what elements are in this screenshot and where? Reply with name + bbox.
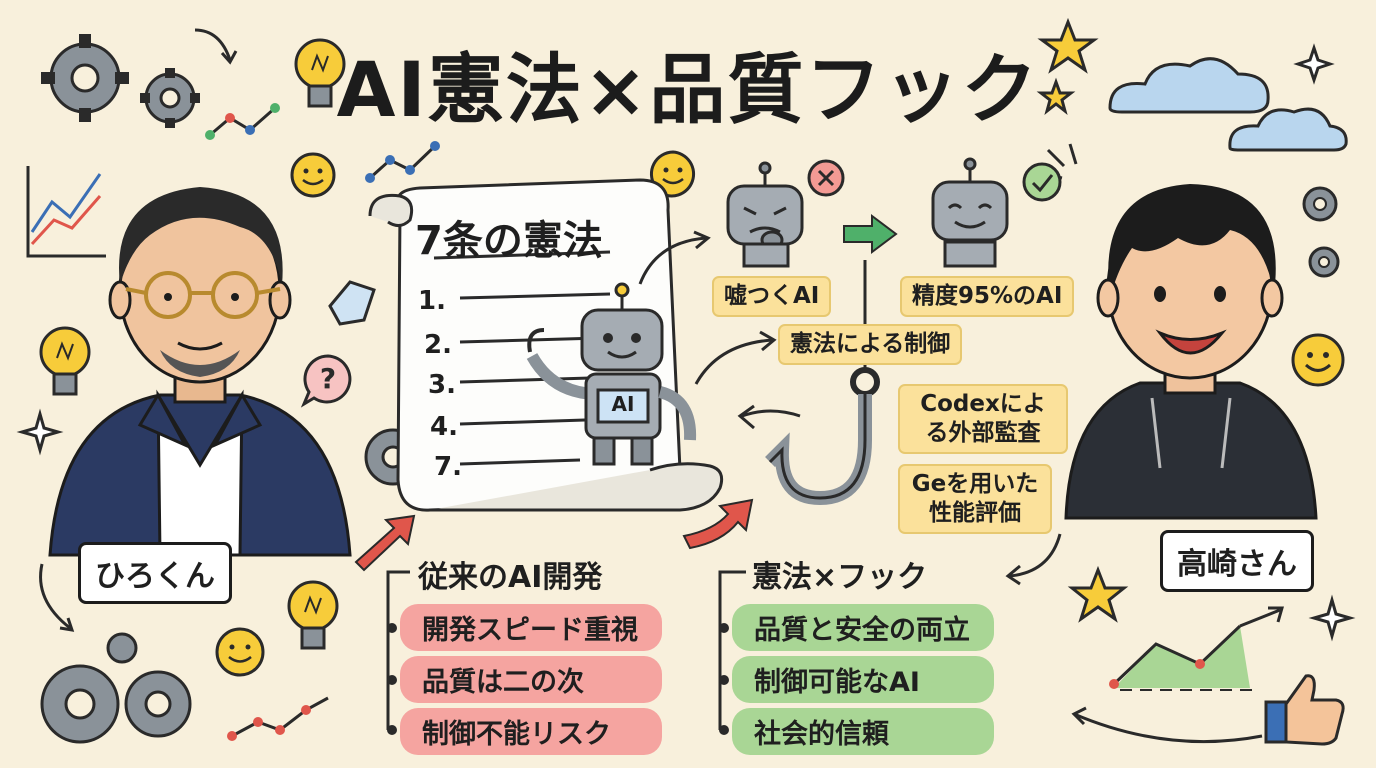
curved-arrow-icon xyxy=(194,28,238,65)
label-external-audit: Codexによる外部監査 xyxy=(898,384,1068,454)
person-hirokun xyxy=(48,187,352,557)
label-lying-ai: 嘘つくAI xyxy=(712,276,832,317)
kenpo-hook-heading: 憲法×フック xyxy=(752,560,928,595)
line-chart-icon xyxy=(365,141,440,183)
lightbulb-icon xyxy=(39,326,91,396)
line-chart-icon xyxy=(26,166,106,258)
list-bracket xyxy=(386,570,410,735)
scroll-item-2: 2. xyxy=(424,330,452,360)
lightbulb-icon xyxy=(287,580,339,650)
gear-icon xyxy=(1302,186,1340,278)
sparkle-icon xyxy=(16,408,64,456)
paper-icon xyxy=(328,280,376,326)
name-tag-hirokun: ひろくん xyxy=(78,542,232,604)
kenpo-hook-item: 品質と安全の両立 xyxy=(732,604,994,651)
robot-icon xyxy=(526,282,697,466)
star-icon xyxy=(1036,17,1335,115)
arrow-up-right-icon xyxy=(682,498,754,550)
robot-icon xyxy=(726,161,804,268)
sparkle-icon xyxy=(1308,594,1356,642)
cloud-icon xyxy=(1108,57,1348,152)
scroll-item-4: 4. xyxy=(430,412,458,442)
traditional-item: 品質は二の次 xyxy=(400,656,662,703)
gear-icon xyxy=(40,632,192,744)
label-accurate-ai: 精度95%のAI xyxy=(900,276,1075,317)
curved-arrow-icon xyxy=(1005,533,1062,586)
label-constitution-control: 憲法による制御 xyxy=(778,324,963,365)
curved-arrow-icon xyxy=(39,563,75,632)
line-chart-icon xyxy=(227,696,329,741)
thumbs-up-icon xyxy=(1264,674,1345,746)
scroll-item-7: 7. xyxy=(434,452,462,482)
svg-text:?: ? xyxy=(320,362,336,395)
name-tag-takasaki: 高崎さん xyxy=(1160,530,1314,592)
cross-icon xyxy=(807,159,845,197)
robot-badge: AI xyxy=(611,392,635,416)
kenpo-hook-item: 制御可能なAI xyxy=(732,656,994,703)
lightbulb-icon xyxy=(294,38,346,108)
scroll-item-1: 1. xyxy=(418,286,446,316)
person-takasaki xyxy=(1064,184,1318,520)
check-icon xyxy=(1022,162,1062,202)
list-bracket xyxy=(718,570,746,735)
smiley-icon xyxy=(215,627,265,677)
traditional-item: 開発スピード重視 xyxy=(400,604,662,651)
label-performance-eval: Geを用いた性能評価 xyxy=(898,464,1052,534)
curved-arrow-icon xyxy=(638,230,711,285)
traditional-heading: 従来のAI開発 xyxy=(418,560,603,595)
smiley-icon xyxy=(290,152,336,198)
line-chart-icon xyxy=(1109,606,1284,691)
scroll-item-3: 3. xyxy=(428,370,456,400)
line-chart-icon xyxy=(205,103,280,140)
curved-arrow-icon xyxy=(694,330,777,385)
page-title: AI憲法×品質フック xyxy=(336,45,1040,134)
traditional-item: 制御不能リスク xyxy=(400,708,662,755)
smiley-icon xyxy=(1291,333,1345,387)
question-icon: ? xyxy=(300,354,352,408)
gear-icon xyxy=(41,34,200,128)
arrow-right-icon xyxy=(843,214,898,254)
robot-icon xyxy=(931,157,1009,268)
curved-arrow-icon xyxy=(1071,706,1263,744)
arrow-up-right-icon xyxy=(354,514,416,572)
scroll-title: 7条の憲法 xyxy=(415,218,603,264)
kenpo-hook-item: 社会的信頼 xyxy=(732,708,994,755)
star-icon xyxy=(1067,565,1129,623)
